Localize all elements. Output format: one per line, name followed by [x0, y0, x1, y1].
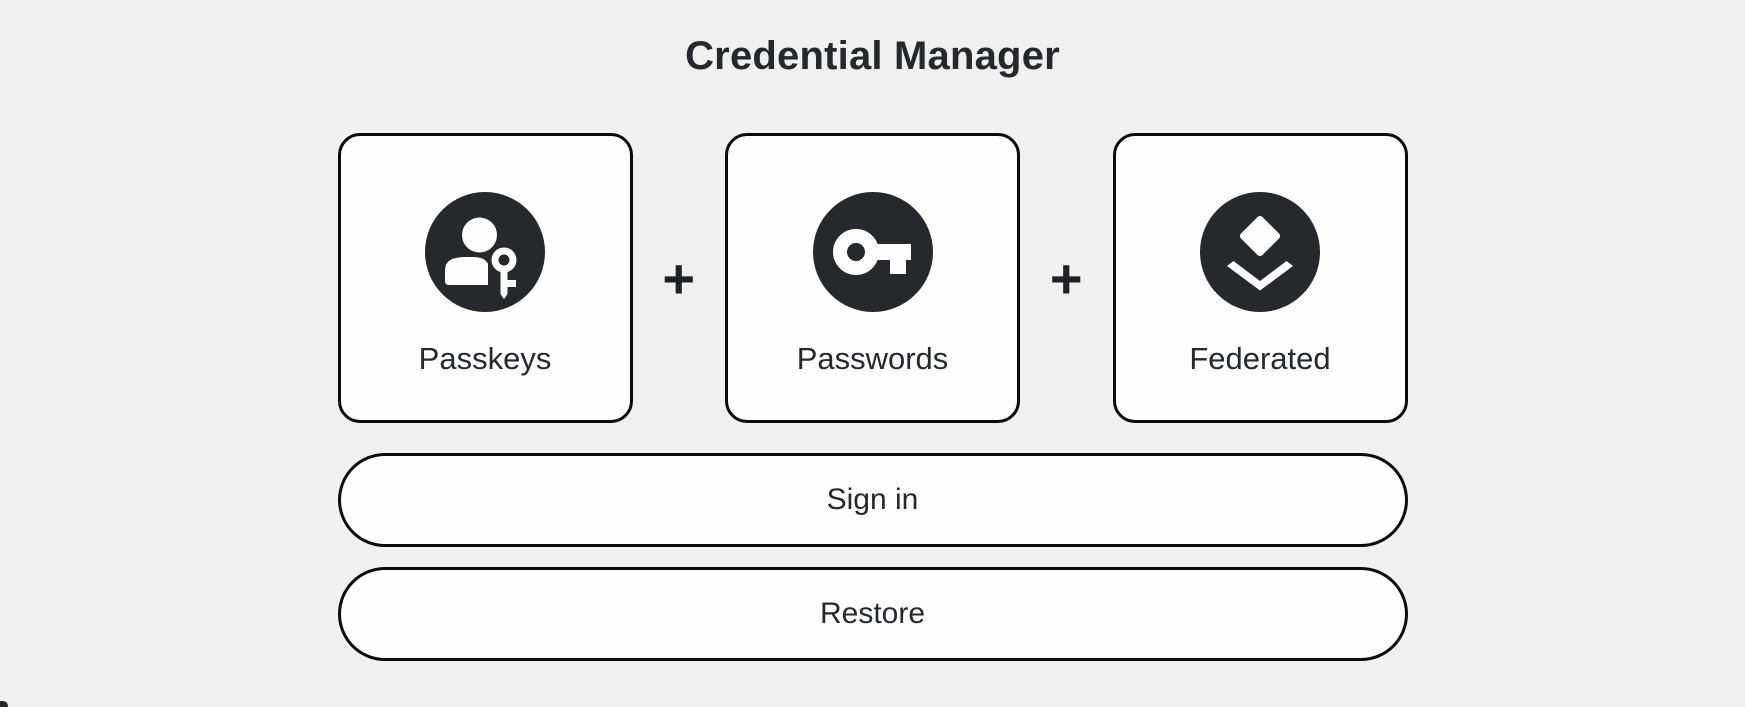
card-passwords: Passwords [725, 133, 1020, 423]
plus-icon: + [1049, 246, 1083, 310]
layers-icon [1227, 215, 1293, 291]
passkey-icon-circle [425, 192, 545, 312]
screen-corner-artifact [0, 701, 8, 707]
card-label-passkeys: Passkeys [418, 341, 552, 376]
card-label-federated: Federated [1189, 341, 1331, 376]
page-title: Credential Manager [685, 34, 1060, 78]
password-icon-circle [812, 192, 933, 312]
card-federated: Federated [1112, 133, 1408, 423]
restore-button[interactable]: Restore [337, 567, 1408, 661]
passkey-icon [445, 217, 517, 299]
credential-types-row: Passkeys + Passwords + [337, 133, 1408, 423]
sign-in-button[interactable]: Sign in [337, 453, 1408, 547]
key-icon [832, 229, 911, 275]
content-column: Credential Manager Passkeys + [337, 32, 1408, 661]
federated-icon-circle [1200, 192, 1320, 312]
card-passkeys: Passkeys [337, 133, 633, 423]
plus-icon: + [662, 246, 696, 310]
card-label-passwords: Passwords [796, 341, 949, 376]
